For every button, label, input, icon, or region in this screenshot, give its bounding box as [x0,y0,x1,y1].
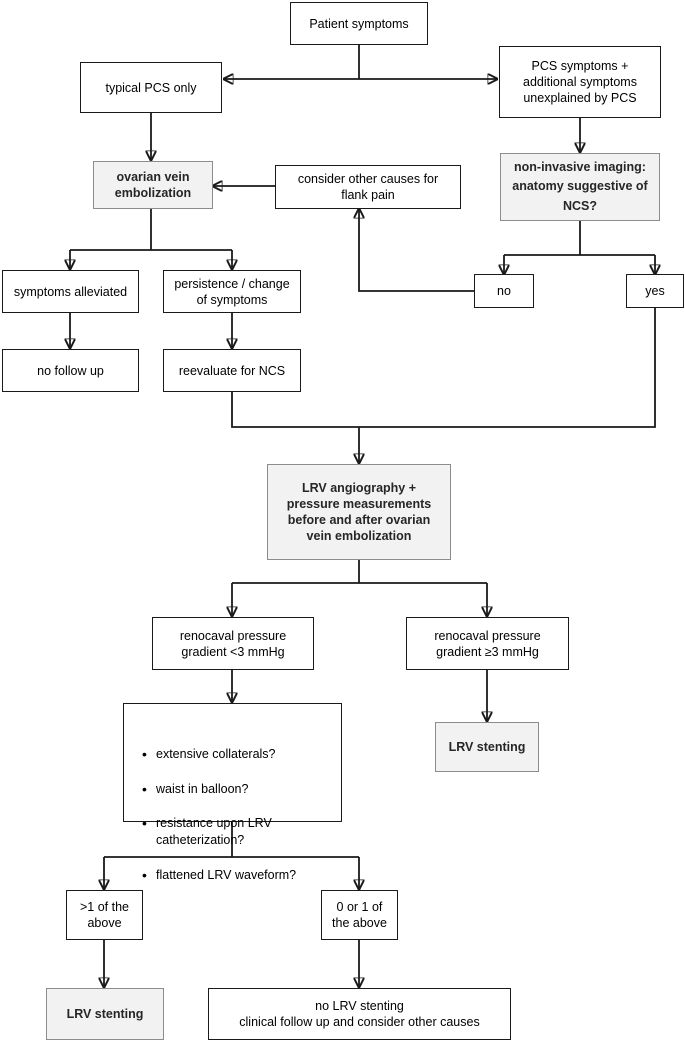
node-typical-pcs-only[interactable]: typical PCS only [80,62,222,113]
node-consider-other-causes-flank-pain[interactable]: consider other causes for flank pain [275,165,461,209]
criteria-item: resistance upon LRV catheterization? [142,814,333,848]
node-no-follow-up[interactable]: no follow up [2,349,139,392]
criteria-item: waist in balloon? [142,780,333,798]
node-lrv-stenting-bottom[interactable]: LRV stenting [46,988,164,1040]
node-yes-branch[interactable]: yes [626,274,684,308]
criteria-list: extensive collaterals? waist in balloon?… [136,730,333,901]
node-criteria-list[interactable]: extensive collaterals? waist in balloon?… [123,703,342,884]
node-gradient-at-least-3[interactable]: renocaval pressure gradient ≥3 mmHg [406,617,569,670]
node-zero-or-1-of-the-above[interactable]: 0 or 1 of the above [321,890,398,940]
wire-yes-merge [359,308,656,428]
node-patient-symptoms[interactable]: Patient symptoms [290,2,428,45]
node-no-lrv-stenting[interactable]: no LRV stenting clinical follow up and c… [208,988,511,1040]
node-symptoms-alleviated[interactable]: symptoms alleviated [2,270,139,313]
node-gradient-less-than-3[interactable]: renocaval pressure gradient <3 mmHg [152,617,314,670]
node-lrv-stenting-right[interactable]: LRV stenting [435,722,539,772]
node-reevaluate-for-ncs[interactable]: reevaluate for NCS [163,349,301,392]
criteria-item: flattened LRV waveform? [142,866,333,884]
wire-reevaluate-merge [231,392,359,428]
node-pcs-plus-additional-symptoms[interactable]: PCS symptoms + additional symptoms unexp… [499,46,661,118]
node-non-invasive-imaging[interactable]: non-invasive imaging: anatomy suggestive… [500,153,660,221]
node-no-branch[interactable]: no [474,274,534,308]
wire-no-to-consider [359,209,474,292]
node-more-than-1-of-the-above[interactable]: >1 of the above [66,890,143,940]
node-persistence-change-of-symptoms[interactable]: persistence / change of symptoms [163,270,301,313]
node-lrv-angiography[interactable]: LRV angiography + pressure measurements … [267,464,451,560]
node-ovarian-vein-embolization[interactable]: ovarian vein embolization [93,161,213,209]
criteria-item: extensive collaterals? [142,745,333,763]
